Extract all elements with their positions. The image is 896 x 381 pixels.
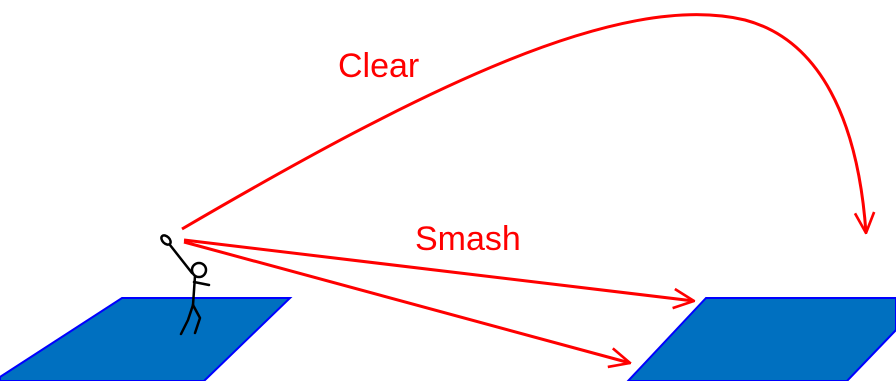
player-other-arm [192, 280, 211, 287]
player-head [190, 261, 208, 279]
player-left-leg [179, 303, 195, 336]
player-right-leg [191, 303, 202, 335]
player-body [191, 274, 197, 307]
smash-trajectory-near [183, 240, 630, 363]
smash-trajectory-far [183, 238, 694, 301]
left-court [0, 297, 293, 381]
player-figure [160, 234, 211, 336]
clear-label: Clear [338, 47, 419, 85]
racket-arm [168, 243, 194, 275]
right-court [626, 297, 896, 381]
clear-trajectory [181, 13, 866, 233]
smash-label: Smash [415, 220, 521, 258]
